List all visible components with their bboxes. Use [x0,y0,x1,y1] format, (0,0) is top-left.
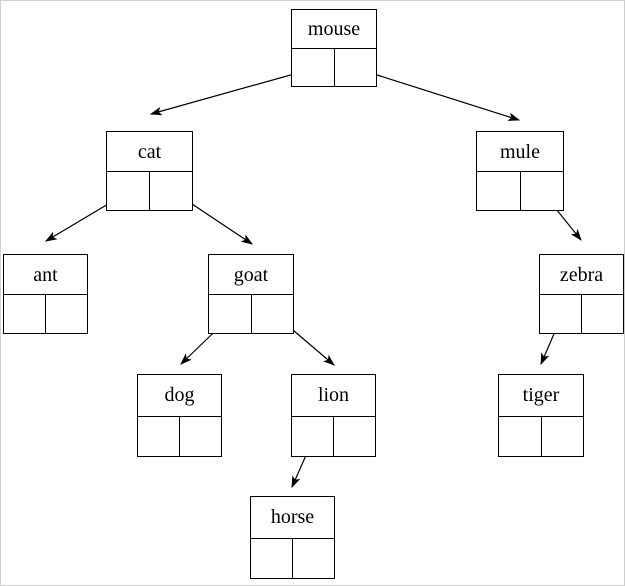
tree-node-pointers-horse [251,537,334,578]
tree-node-label-zebra: zebra [559,263,604,286]
tree-node-dog[interactable]: dog [137,374,222,457]
tree-node-pointers-mouse [292,48,376,86]
tree-node-label-goat: goat [233,263,269,286]
tree-node-left-pointer-zebra[interactable] [540,295,582,333]
tree-node-goat[interactable]: goat [208,254,294,334]
tree-node-left-pointer-lion[interactable] [292,416,334,456]
tree-node-label-ant: ant [33,263,58,286]
tree-node-zebra[interactable]: zebra [539,254,624,334]
tree-node-pointers-goat [209,294,293,333]
tree-node-pointers-mule [477,171,563,210]
tree-node-left-pointer-dog[interactable] [138,416,180,456]
tree-node-label-dog: dog [164,384,195,407]
tree-node-ant[interactable]: ant [3,254,88,334]
tree-node-right-pointer-mule[interactable] [520,172,563,210]
tree-node-label-mouse: mouse [307,18,361,40]
tree-node-left-pointer-cat[interactable] [107,172,150,210]
tree-node-label-lion: lion [317,384,350,407]
tree-node-label-horse: horse [270,506,315,529]
tree-node-right-pointer-dog[interactable] [180,416,221,456]
tree-node-right-pointer-zebra[interactable] [582,295,623,333]
tree-node-right-pointer-goat[interactable] [251,295,293,333]
tree-node-label-mule: mule [500,140,540,163]
tree-node-pointers-dog [138,415,221,456]
tree-node-pointers-lion [292,415,375,456]
tree-node-right-pointer-horse[interactable] [293,538,334,578]
tree-node-right-pointer-mouse[interactable] [334,49,376,86]
tree-node-pointers-tiger [499,415,583,456]
tree-node-horse[interactable]: horse [250,496,335,579]
tree-node-mule[interactable]: mule [476,131,564,211]
tree-node-left-pointer-horse[interactable] [251,538,293,578]
tree-node-label-tiger: tiger [522,384,560,407]
tree-node-pointers-zebra [540,294,623,333]
tree-node-left-pointer-mule[interactable] [477,172,521,210]
tree-node-cat[interactable]: cat [106,131,193,211]
tree-node-lion[interactable]: lion [291,374,376,457]
tree-node-mouse[interactable]: mouse [291,9,377,87]
tree-node-right-pointer-ant[interactable] [46,295,87,333]
tree-node-right-pointer-tiger[interactable] [541,416,583,456]
tree-node-left-pointer-mouse[interactable] [292,49,335,86]
tree-node-tiger[interactable]: tiger [498,374,584,457]
tree-node-left-pointer-goat[interactable] [209,295,252,333]
tree-node-left-pointer-ant[interactable] [4,295,46,333]
tree-edge-mouse-right-mule [354,67,521,121]
tree-node-right-pointer-cat[interactable] [150,172,192,210]
tree-node-pointers-cat [107,171,192,210]
tree-edge-mouse-left-cat [149,68,313,116]
tree-node-right-pointer-lion[interactable] [334,416,375,456]
tree-node-left-pointer-tiger[interactable] [499,416,542,456]
tree-node-label-cat: cat [137,140,162,163]
tree-node-pointers-ant [4,294,87,333]
